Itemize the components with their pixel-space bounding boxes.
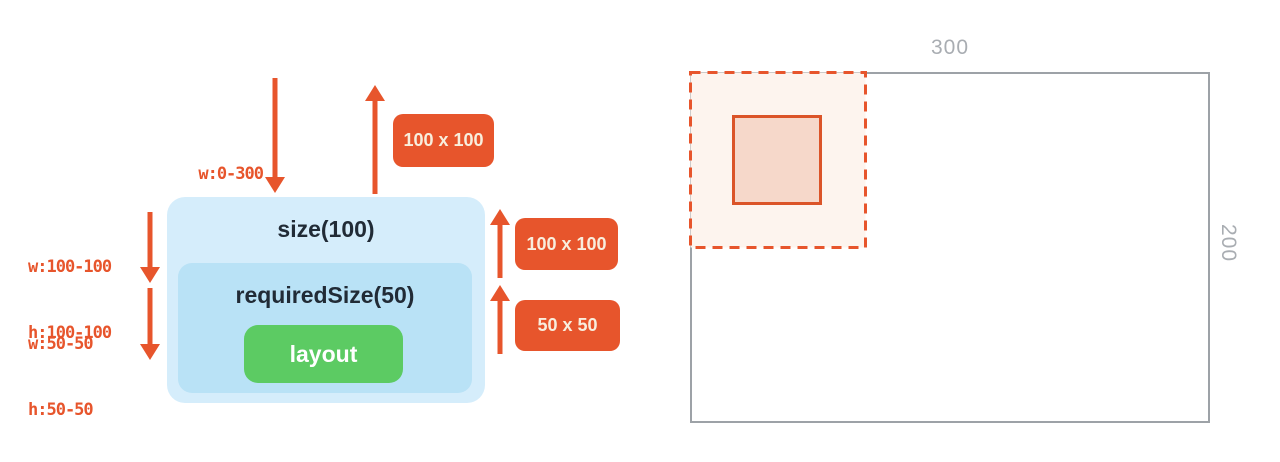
placed-layout-square [732, 115, 822, 205]
reported-size-badge-label: 100 x 100 [403, 130, 484, 150]
size-constraints-height: h:100-100 [28, 323, 112, 343]
size-constraints-width: w:100-100 [28, 257, 112, 277]
size-result-arrow-icon [490, 209, 510, 278]
width-dimension-label: 300 [930, 36, 970, 59]
reported-size-arrow-icon [365, 85, 385, 194]
required-constraints-height: h:50-50 [28, 400, 94, 420]
height-dimension-label: 200 [1217, 224, 1240, 263]
size-result-badge: 100 x 100 [515, 218, 618, 270]
layout-node-chip: layout [244, 325, 403, 383]
size-modifier-label: size(100) [277, 216, 375, 242]
size-constraints-label: w:100-100 h:100-100 [28, 212, 112, 388]
required-result-badge: 50 x 50 [515, 300, 620, 351]
size-result-badge-label: 100 x 100 [526, 233, 607, 254]
required-constraints-width: w:50-50 [28, 334, 94, 354]
layout-node-label: layout [289, 341, 358, 367]
required-size-modifier-label: requiredSize(50) [235, 282, 415, 308]
incoming-constraints-arrow-icon [265, 78, 285, 193]
required-result-badge-label: 50 x 50 [537, 315, 598, 335]
size-constraints-arrow-icon [140, 212, 160, 283]
required-constraints-label: w:50-50 h:50-50 [28, 289, 94, 462]
reported-size-badge: 100 x 100 [393, 114, 494, 167]
incoming-constraints-width: w:0-300 [198, 164, 264, 184]
required-constraints-arrow-icon [140, 288, 160, 360]
required-result-arrow-icon [490, 285, 510, 354]
